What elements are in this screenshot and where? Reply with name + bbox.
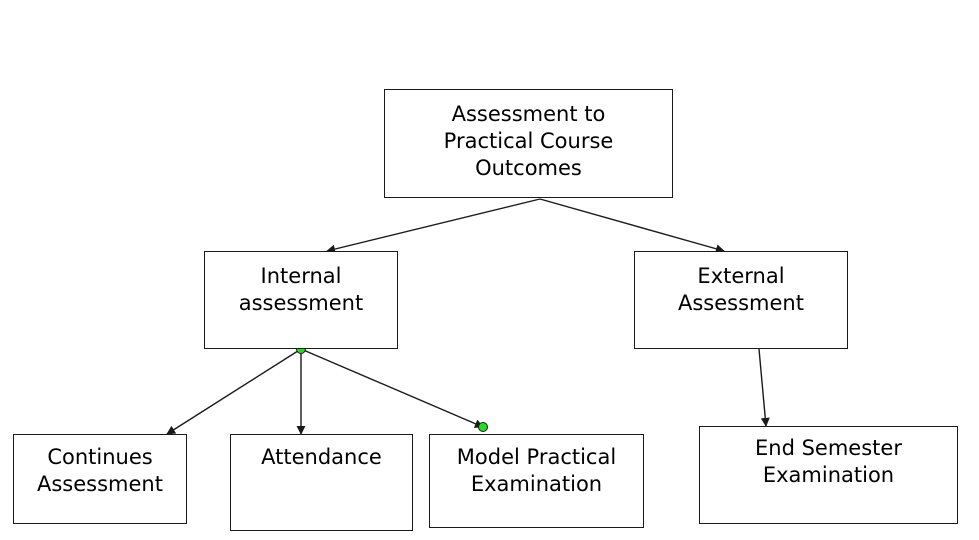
node-model-line-1: Model Practical	[456, 445, 617, 469]
node-model-line-2: Examination	[470, 472, 603, 496]
node-root-line-1: Assessment to	[451, 102, 606, 126]
edge-internal-to-model[interactable]	[300, 348, 484, 428]
node-continues-line-1: Continues	[47, 445, 153, 469]
node-continues-assessment[interactable]: Continues Assessment	[13, 434, 187, 524]
node-assessment-to-practical-course-outcomes[interactable]: Assessment to Practical Course Outcomes	[384, 89, 673, 198]
node-attendance-line-1: Attendance	[261, 445, 382, 469]
node-root-line-3: Outcomes	[475, 156, 582, 180]
node-end-semester-examination[interactable]: End Semester Examination	[699, 426, 958, 524]
node-endsem-line-1: End Semester	[755, 436, 902, 460]
node-endsem-line-2: Examination	[762, 463, 895, 487]
node-external-line-1: External	[697, 264, 785, 288]
edge-external-to-endsem[interactable]	[758, 348, 770, 427]
edge-root-to-external[interactable]	[539, 198, 725, 254]
node-internal-assessment[interactable]: Internal assessment	[204, 251, 398, 349]
node-external-assessment[interactable]: External Assessment	[634, 251, 848, 349]
edge-internal-to-continues[interactable]	[166, 348, 302, 435]
node-attendance[interactable]: Attendance	[230, 434, 413, 531]
connector-end-handle[interactable]	[478, 422, 488, 432]
node-external-line-2: Assessment	[678, 291, 804, 315]
node-model-practical-examination[interactable]: Model Practical Examination	[429, 434, 644, 528]
node-continues-line-2: Assessment	[37, 472, 163, 496]
node-internal-line-2: assessment	[238, 291, 364, 315]
edge-root-to-internal[interactable]	[326, 198, 541, 254]
node-root-line-2: Practical Course	[443, 129, 614, 153]
node-internal-line-1: Internal	[260, 264, 342, 288]
